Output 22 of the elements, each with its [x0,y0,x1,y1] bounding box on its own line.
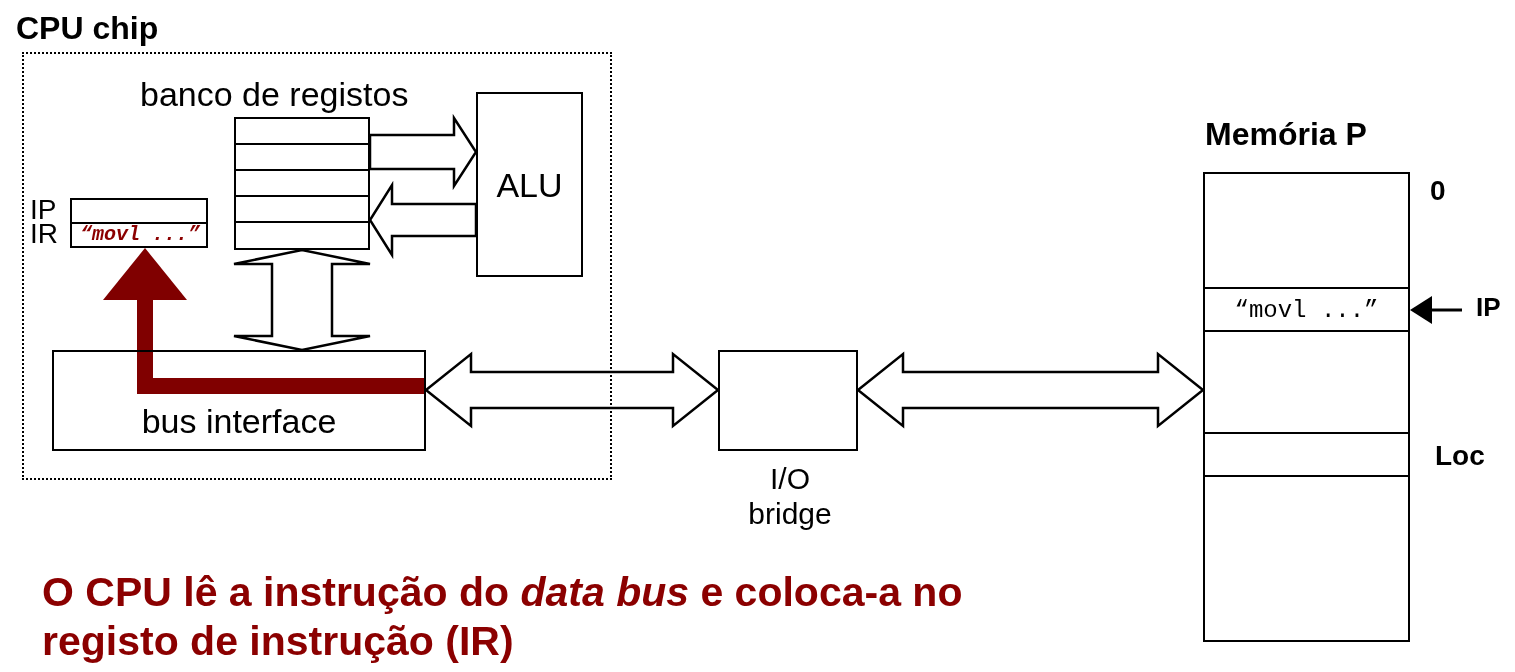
alu-box [476,92,583,277]
instruction-text: “movl ...” [1233,297,1380,325]
bridge-label: I/O bridge [747,462,833,531]
chip-heading: CPU chip [16,10,160,47]
bus-interface-label: bus interface [140,402,338,442]
arrow [1410,296,1462,324]
address-label: 0 [1430,175,1446,208]
block-arrow [368,113,478,191]
block-arrow [856,351,1205,429]
instruction-text: “movl ...” [79,223,201,246]
caption: O CPU lê a instrução do data bus e coloca-a no registo de instrução (IR) [42,568,964,667]
alu-label: ALU [495,166,564,206]
block-arrow [424,351,720,429]
memory-heading: Memória P [1205,116,1368,153]
block-arrow [232,248,372,352]
bus-interface-box [52,350,426,451]
pointer-label: IP [1476,293,1502,323]
address-label: Loc [1435,440,1485,473]
register-file-heading: banco de registos [140,75,410,115]
arrow [103,248,426,394]
block-arrow [368,180,478,260]
memory-cell [1205,287,1410,332]
